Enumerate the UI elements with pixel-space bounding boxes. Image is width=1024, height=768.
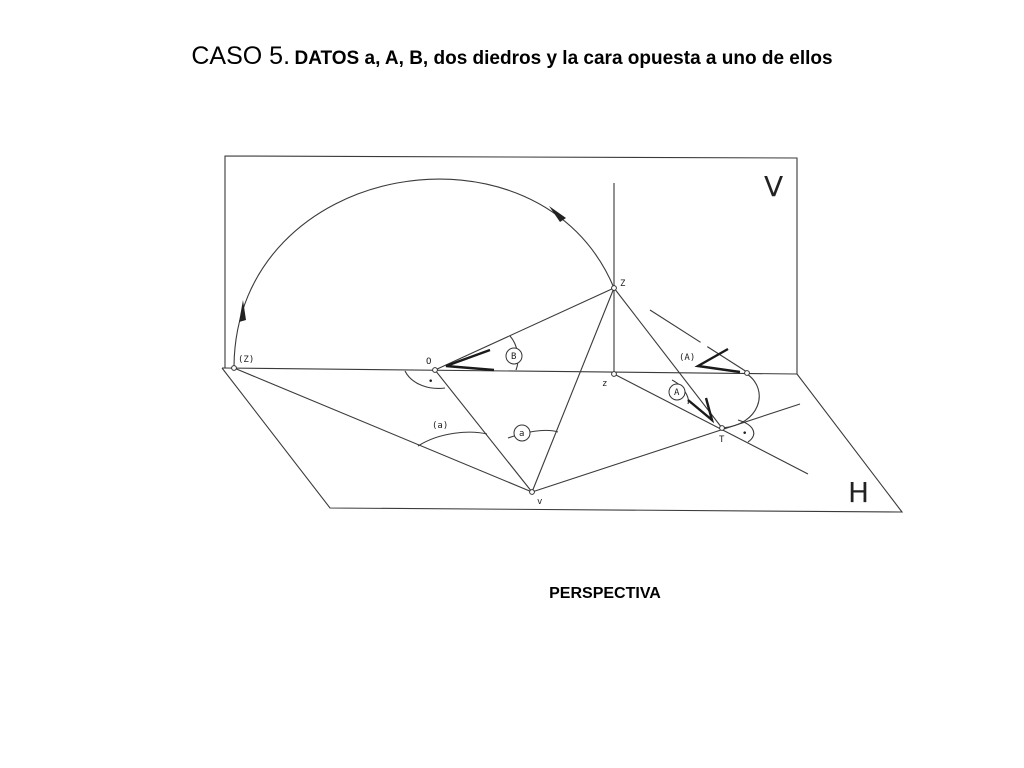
label-a: a [519,429,524,439]
horizontal-plane-outline [221,367,904,513]
label-v: v [537,497,542,507]
line-z-T [613,373,809,475]
point-z [611,371,617,377]
caption-perspectiva: PERSPECTIVA [549,585,661,602]
point-T [719,425,725,431]
point-O [432,367,438,373]
circle-label-A [668,383,686,401]
angle-B-mark [445,348,495,372]
label-O: O [426,357,431,367]
label-Z: Z [620,279,626,289]
angle-A-mark [687,397,715,424]
line-Z-rotated-A [649,309,748,373]
label-T: T [719,435,725,445]
point-Z-rotated [231,365,237,371]
page-title: CASO 5. DATOS a, A, B, dos diedros y la … [0,42,1024,71]
arc-angle-a [507,429,559,439]
circle-label-B [505,347,523,365]
rotation-arc [233,178,615,367]
label-A: A [674,388,680,398]
plane-v-label: V [764,170,783,203]
arc-right-angle-T [737,419,755,443]
arc-angle-a-rotated [417,431,488,447]
label-a-rotated: (a) [432,421,448,431]
right-angle-mark-T: • [742,429,747,439]
ground-line [221,367,798,375]
right-angle-mark-O: • [428,377,433,387]
point-A-rotated-end [744,370,750,376]
line-O-Z [434,287,615,371]
point-Z [611,285,617,291]
title-description: DATOS a, A, B, dos diedros y la cara opu… [294,48,833,69]
point-v [529,489,535,495]
vertical-plane-outline [224,155,798,374]
label-z: z [602,379,607,389]
angle-A-rotated-mark [694,347,741,374]
line-Z-T [613,287,723,429]
arc-T-right [721,373,760,429]
arc-right-angle-O [404,370,446,389]
plane-h-label: H [848,476,869,509]
arrow-head-left [239,300,246,322]
label-B: B [511,352,516,362]
arrow-head-top [549,206,566,222]
line-Zrot-v [233,367,533,493]
circle-label-a [513,424,531,442]
line-v-T [531,403,801,493]
line-O-v [434,369,533,493]
label-A-rotated: (A) [679,353,695,363]
label-Z-rotated: (Z) [238,355,254,365]
line-Z-v [531,287,615,493]
title-case: CASO 5. [191,42,291,70]
